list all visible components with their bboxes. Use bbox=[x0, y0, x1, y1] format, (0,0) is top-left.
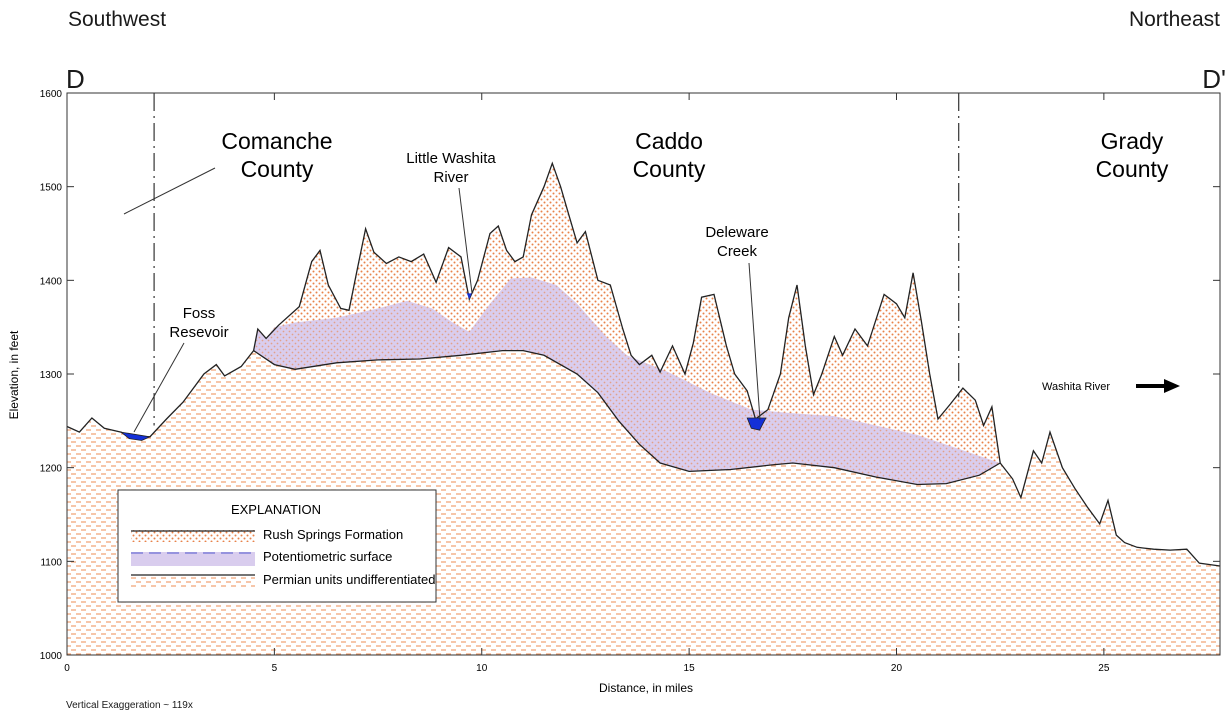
x-tick-label: 15 bbox=[684, 663, 696, 674]
direction-southwest-label: Southwest bbox=[68, 8, 167, 31]
section-start-label: D bbox=[66, 64, 85, 94]
caddo-county-label-line2: County bbox=[633, 156, 706, 182]
caddo-county-label-line1: Caddo bbox=[635, 128, 703, 154]
legend-title: EXPLANATION bbox=[231, 502, 321, 517]
x-tick-label: 25 bbox=[1098, 663, 1110, 674]
foss-reservoir-label-line1: Foss bbox=[183, 305, 216, 322]
x-axis-ticks: 0 5 10 15 20 25 bbox=[64, 93, 1110, 674]
comanche-county-label-line2: County bbox=[241, 156, 314, 182]
x-tick-label: 0 bbox=[64, 663, 70, 674]
permian-top-line bbox=[253, 349, 1001, 486]
foss-reservoir-label-line2: Resevoir bbox=[169, 324, 228, 341]
right-arrow-icon bbox=[1164, 379, 1180, 393]
land-surface-line bbox=[66, 161, 1221, 567]
washita-river-label: Washita River bbox=[1042, 381, 1110, 393]
legend: EXPLANATION Rush Springs Formation Poten… bbox=[117, 489, 437, 603]
y-tick-label: 1200 bbox=[40, 464, 63, 475]
legend-swatch-potentiometric bbox=[131, 552, 255, 566]
section-end-label: D' bbox=[1202, 64, 1226, 94]
y-tick-label: 1300 bbox=[40, 370, 63, 381]
x-tick-label: 5 bbox=[272, 663, 278, 674]
comanche-county-label-line1: Comanche bbox=[221, 128, 332, 154]
legend-swatch-rush-springs bbox=[131, 530, 255, 542]
x-tick-label: 20 bbox=[891, 663, 903, 674]
y-axis-label: Elevation, in feet bbox=[7, 330, 21, 419]
y-tick-label: 1100 bbox=[40, 557, 62, 568]
grady-county-label-line2: County bbox=[1096, 156, 1169, 182]
deleware-creek-label-line2: Creek bbox=[717, 243, 758, 260]
y-tick-label: 1600 bbox=[40, 89, 63, 100]
deleware-creek-label-line1: Deleware bbox=[705, 224, 768, 241]
legend-label-permian: Permian units undifferentiated bbox=[263, 572, 435, 587]
little-washita-water bbox=[466, 293, 472, 300]
foss-reservoir-water bbox=[120, 431, 152, 441]
legend-label-rush-springs: Rush Springs Formation bbox=[263, 527, 403, 542]
little-washita-leader-line bbox=[458, 187, 473, 294]
comanche-leader-line bbox=[123, 167, 216, 215]
vertical-exaggeration-note: Vertical Exaggeration ~ 119x bbox=[66, 700, 193, 711]
little-washita-label-line2: River bbox=[433, 169, 468, 186]
foss-leader-line bbox=[133, 342, 185, 433]
direction-northeast-label: Northeast bbox=[1128, 8, 1220, 31]
x-tick-label: 10 bbox=[476, 663, 488, 674]
legend-label-potentiometric: Potentiometric surface bbox=[263, 549, 392, 564]
x-axis-label: Distance, in miles bbox=[599, 681, 693, 695]
little-washita-label-line1: Little Washita bbox=[406, 150, 496, 167]
legend-swatch-permian bbox=[131, 575, 255, 589]
y-tick-label: 1500 bbox=[40, 183, 63, 194]
deleware-leader-line bbox=[748, 262, 761, 421]
potentiometric-surface-area bbox=[253, 277, 1001, 485]
y-axis-ticks: 1000 1100 1200 1300 1400 1500 1600 bbox=[40, 89, 1220, 662]
y-tick-label: 1400 bbox=[40, 276, 63, 287]
grady-county-label-line1: Grady bbox=[1101, 128, 1164, 154]
y-tick-label: 1000 bbox=[40, 651, 63, 662]
